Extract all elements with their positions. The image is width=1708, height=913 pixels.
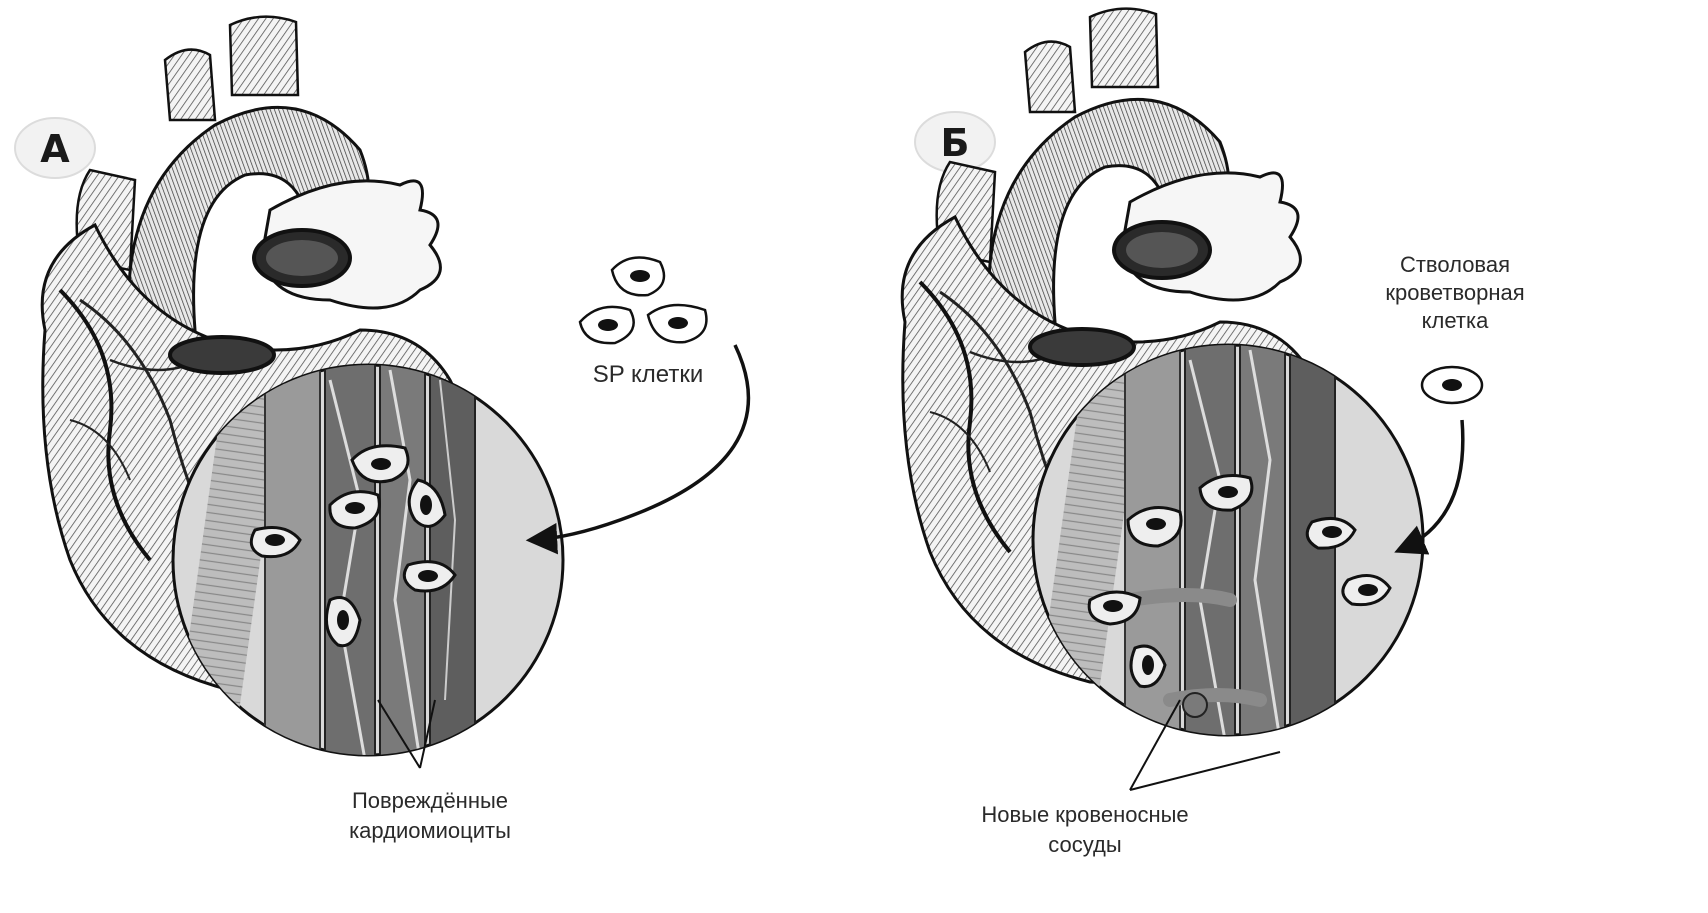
damaged-cardiomyocytes-label-line2: кардиомиоциты — [349, 818, 511, 843]
panel-a: А — [15, 17, 748, 843]
new-blood-vessel — [1130, 595, 1230, 600]
stem-cell-label-line3: клетка — [1422, 308, 1489, 333]
stem-cell — [1422, 367, 1482, 403]
sp-cell — [612, 258, 664, 296]
panel-a-letter-badge: А — [15, 118, 95, 178]
new-vessels-label-line1: Новые кровеносные — [981, 802, 1188, 827]
new-vessels-label-line2: сосуды — [1048, 832, 1121, 857]
stem-cell-label-line1: Стволовая — [1400, 252, 1510, 277]
panel-b-letter: Б — [941, 121, 970, 165]
panel-b: Б — [902, 9, 1524, 857]
sp-cells-label: SP клетки — [593, 361, 703, 388]
sp-cell — [580, 307, 634, 343]
damaged-cardiomyocytes-label-line1: Повреждённые — [352, 788, 508, 813]
stem-cell-in-tissue — [1128, 508, 1181, 547]
sp-cells-cluster — [580, 258, 706, 344]
sp-cell — [648, 305, 706, 342]
stem-cell-in-tissue — [1200, 476, 1252, 511]
stem-cell-label-line2: кроветворная — [1385, 280, 1524, 305]
panel-a-letter: А — [40, 127, 70, 171]
